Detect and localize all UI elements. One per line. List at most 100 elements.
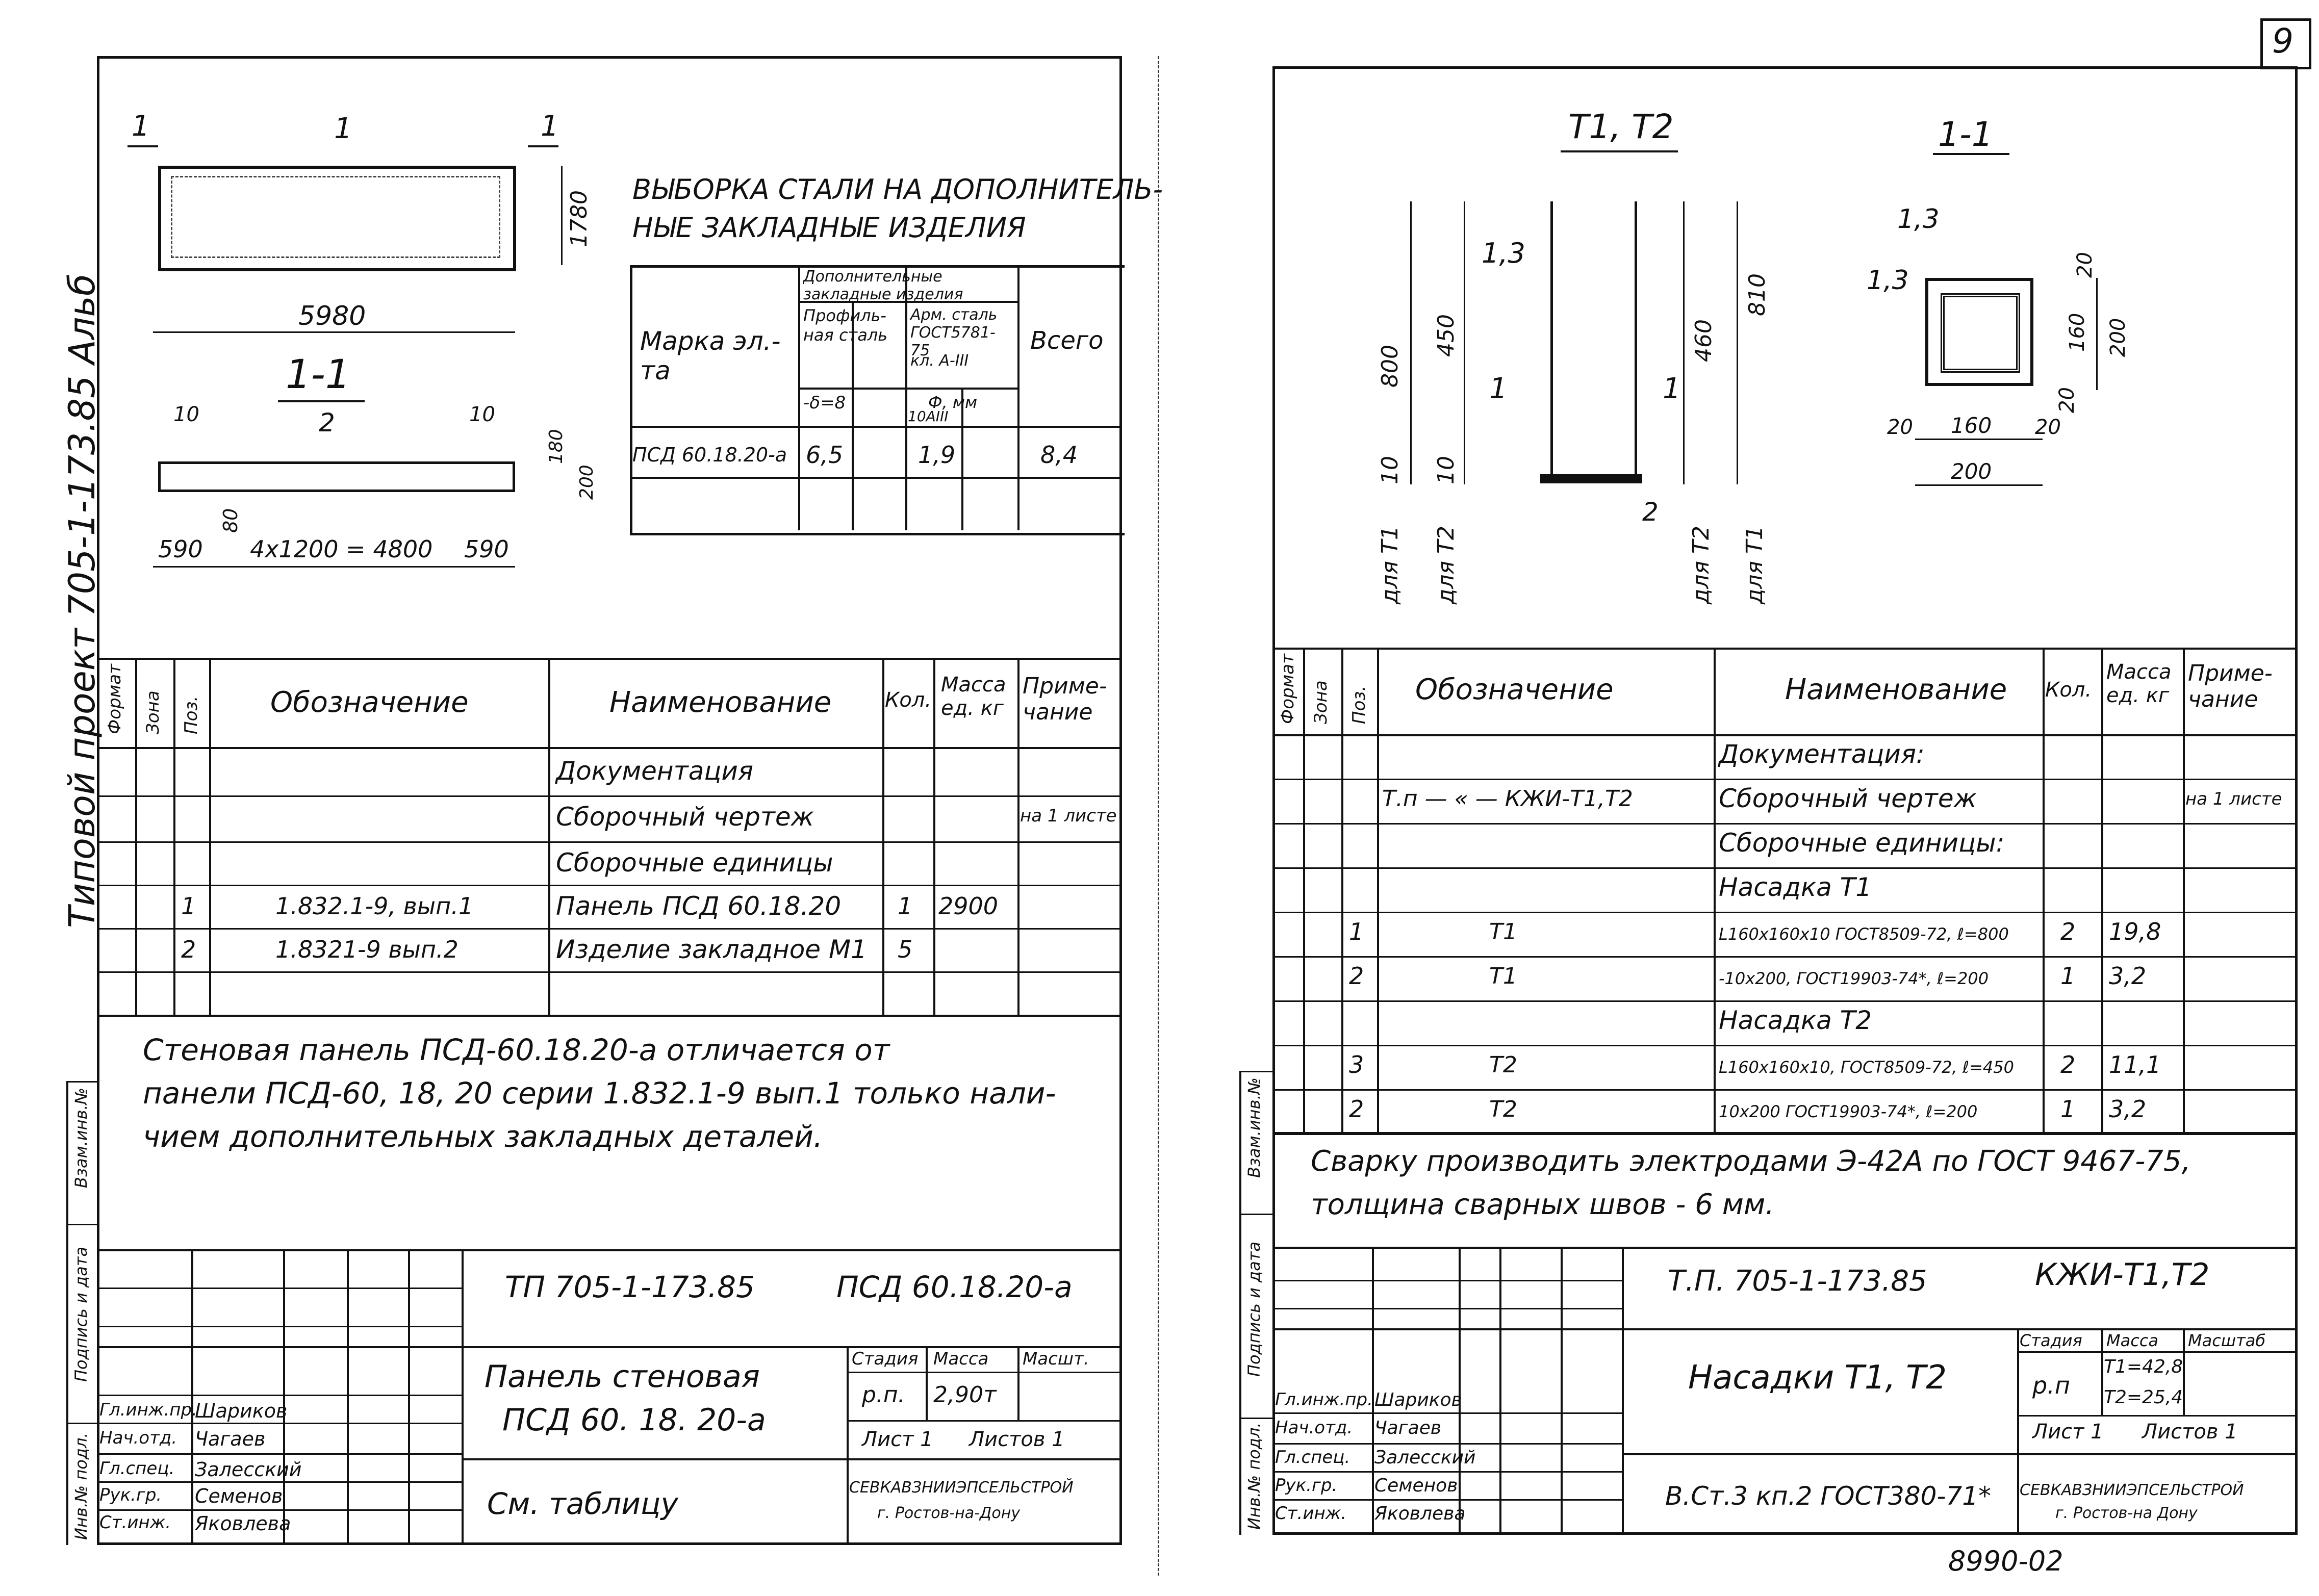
right-strip-line <box>1239 1071 1241 1535</box>
spec-qty: 2 <box>2060 918 2076 945</box>
section-profile <box>158 461 515 492</box>
left-tb-row-e <box>97 1423 462 1424</box>
steel-row-1 <box>798 301 1017 303</box>
right-spec-col-desig <box>1377 648 1379 1132</box>
elev-dim-450: 450 <box>1433 314 1459 357</box>
signer-role: Ст.инж. <box>99 1512 171 1533</box>
right-spec-row-line <box>1272 1134 2298 1135</box>
elev-title-underline <box>1561 150 1678 152</box>
spec-name: L160x160x10, ГОСТ8509-72, ℓ=450 <box>1719 1058 2014 1077</box>
spec-name: Документация: <box>1719 739 1925 769</box>
signer-role: Гл.спец. <box>99 1458 175 1479</box>
sect-dim-v-line <box>2096 278 2098 390</box>
right-tb-col-5 <box>1622 1247 1624 1535</box>
spec-name: Сборочный чертеж <box>556 802 814 832</box>
signer-name: Чагаев <box>1374 1418 1442 1438</box>
left-strip-2: Подпись и дата <box>71 1246 91 1382</box>
right-spec-h-name: Наименование <box>1785 673 2007 706</box>
right-tb-mark: КЖИ-Т1,Т2 <box>2035 1257 2210 1293</box>
elev-for-t1-right: для Т1 <box>1742 526 1768 604</box>
elev-dim-10b: 10 <box>1433 456 1459 484</box>
left-tb-row-b <box>97 1326 462 1327</box>
spec-designation: Т1 <box>1489 919 1517 945</box>
right-note-2: толщина сварных швов - 6 мм. <box>1311 1188 1775 1221</box>
right-tb-scale-col <box>2183 1328 2185 1415</box>
right-spec-h-designation: Обозначение <box>1415 673 1614 706</box>
elev-dim-800-line <box>1410 201 1412 484</box>
left-spec-top <box>97 658 1122 660</box>
sect-title: 1-1 <box>1938 115 1993 154</box>
right-tb-col-1 <box>1372 1247 1374 1535</box>
right-spec-col-name <box>1714 648 1716 1132</box>
sect-callout-left: 1,3 <box>1867 265 1909 296</box>
steel-row-2 <box>798 388 1017 390</box>
sect-dim-20-bot: 20 <box>2055 387 2079 413</box>
left-spec-col-zone <box>135 658 137 1015</box>
signer-role: Нач.отд. <box>99 1428 177 1448</box>
left-tb-code: ТП 705-1-173.85 <box>505 1270 755 1304</box>
right-spec-top <box>1272 648 2298 650</box>
fold-line <box>1158 56 1159 1576</box>
right-tb-stage-col <box>2017 1328 2019 1535</box>
elev-dim-460: 460 <box>1691 319 1717 362</box>
right-spec-bottom <box>1272 1132 2298 1134</box>
steel-h-profile: Профиль-ная сталь <box>803 306 888 345</box>
right-spec-row-line <box>1272 823 2298 825</box>
sect-dim-h-line-1 <box>1915 439 2043 440</box>
signer-role: Рук.гр. <box>99 1485 162 1505</box>
left-tb-row-a <box>97 1288 462 1289</box>
right-spec-row-line <box>1272 779 2298 780</box>
left-tb-name-2: ПСД 60. 18. 20-а <box>502 1402 766 1438</box>
left-tb-row-d <box>97 1395 462 1396</box>
right-tb-col-4 <box>1561 1247 1563 1535</box>
spec-qty: 1 <box>898 892 913 920</box>
right-spec-col-zone <box>1303 648 1305 1132</box>
right-tb-sheet: Лист 1 <box>2032 1420 2104 1444</box>
sec-callout: 2 <box>319 408 335 437</box>
spec-mass: 3,2 <box>2109 1095 2147 1123</box>
section-title: 1-1 <box>286 352 351 398</box>
steel-col-5 <box>1017 265 1020 530</box>
signer-name: Семенов <box>1374 1475 1458 1496</box>
signer-name: Залесский <box>1374 1447 1476 1468</box>
left-tb-row-c <box>97 1346 1122 1348</box>
right-tb-row-a <box>1272 1280 1622 1281</box>
right-tb-sheet-row <box>2017 1415 2298 1417</box>
steel-col-4 <box>961 388 963 530</box>
sec-dim-10-right: 10 <box>469 403 495 426</box>
left-tb-mass-col <box>926 1346 928 1420</box>
spec-designation: Т1 <box>1489 963 1517 989</box>
spec-qty: 1 <box>2060 1095 2076 1123</box>
signer-name: Шариков <box>1374 1389 1462 1410</box>
steel-h-mark: Марка эл.-та <box>640 326 781 385</box>
right-tb-code: Т.П. 705-1-173.85 <box>1668 1265 1927 1298</box>
right-spec-row-line <box>1272 1000 2298 1002</box>
sec-dim-180: 180 <box>546 429 567 464</box>
sect-callout-top: 1,3 <box>1897 204 1940 235</box>
spec-name: Сборочные единицы: <box>1719 828 2005 858</box>
left-spec-col-mass <box>933 658 935 1015</box>
spec-name: Сборочный чертеж <box>1719 784 1977 813</box>
signer-name: Залесский <box>195 1458 302 1481</box>
spec-note: на 1 листе <box>1020 806 1117 826</box>
signer-name: Яковлева <box>195 1512 291 1535</box>
left-spec-row-1 <box>97 795 1122 797</box>
plan-height: 1780 <box>566 190 592 247</box>
elev-dim-450-line <box>1464 201 1465 484</box>
steel-table <box>630 265 1125 535</box>
left-spec-header-bottom <box>97 747 1122 749</box>
section-title-underline <box>278 400 365 402</box>
right-tb-col-2 <box>1459 1247 1461 1535</box>
left-tb-col-5 <box>462 1249 464 1545</box>
left-tb-sheet-row <box>847 1420 1122 1422</box>
right-spec-h-mass: Масса ед. кг <box>2106 660 2172 707</box>
elev-dim-800: 800 <box>1377 345 1403 388</box>
spec-name: Документация <box>556 756 753 786</box>
elev-for-t2-right: для Т2 <box>1688 526 1714 604</box>
left-tb-row-i <box>97 1509 462 1511</box>
left-tb-stage-label: Стадия <box>852 1349 919 1369</box>
signer-name: Яковлева <box>1374 1503 1466 1524</box>
sect-dim-20-right: 20 <box>2035 416 2061 439</box>
steel-row-v1: 6,5 <box>806 441 844 469</box>
spec-designation: 1.8321-9 вып.2 <box>275 936 458 963</box>
